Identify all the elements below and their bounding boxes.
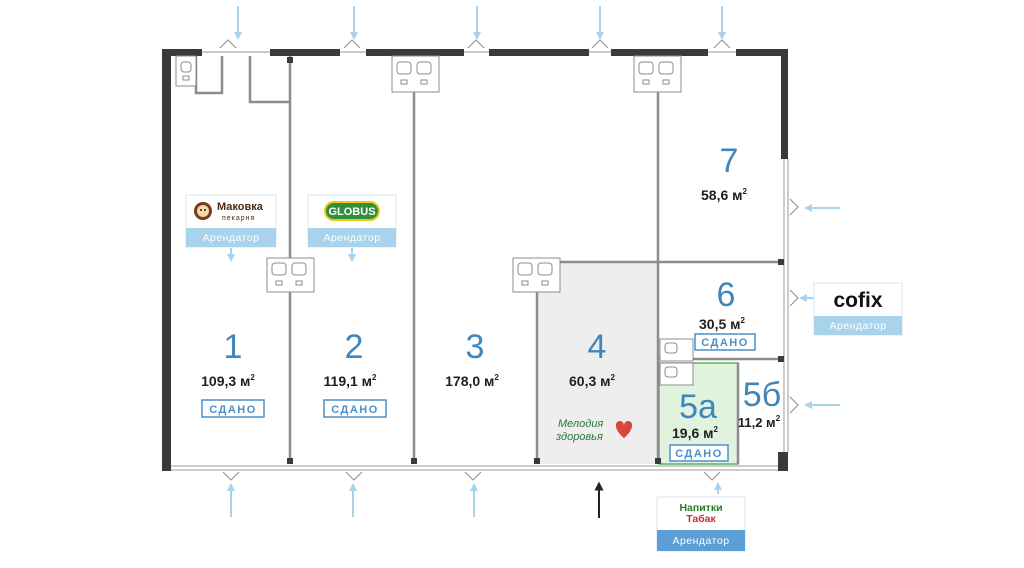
melodiya-line2: здоровья xyxy=(555,431,603,443)
unit-number: 2 xyxy=(345,328,364,366)
unit-area: 119,1 м2 xyxy=(324,373,378,389)
unit-2-label: 2 119,1 м2 xyxy=(324,328,378,389)
unit-area: 178,0 м2 xyxy=(445,373,499,389)
unit-area: 30,5 м2 xyxy=(699,316,746,332)
unit-number: 6 xyxy=(717,276,736,314)
svg-text:СДАНО: СДАНО xyxy=(209,404,257,416)
unit-1-label: 1 109,3 м2 xyxy=(201,328,255,389)
tenant-label: Арендатор xyxy=(829,320,886,332)
melodiya-line1: Мелодия xyxy=(558,418,603,430)
tenant-label: Арендатор xyxy=(323,232,380,244)
svg-text:СДАНО: СДАНО xyxy=(331,404,379,416)
unit-number: 1 xyxy=(224,328,243,366)
svg-text:СДАНО: СДАНО xyxy=(701,337,749,349)
melodiya-logo: Мелодия здоровья xyxy=(555,418,633,443)
makovka-logo-icon xyxy=(194,202,212,220)
napitki-line2: Табак xyxy=(686,513,716,525)
exterior-walls xyxy=(162,49,788,471)
unit-7-label: 7 58,6 м2 xyxy=(701,142,748,203)
tenant-card-globus: GLOBUS Арендатор xyxy=(307,194,397,248)
unit-number: 4 xyxy=(588,328,607,366)
makovka-name: Маковка xyxy=(217,201,264,213)
globus-name: GLOBUS xyxy=(328,206,375,218)
heart-icon xyxy=(615,421,633,438)
tenant-card-makovka: Маковка пекарня Арендатор xyxy=(185,194,277,248)
status-badge-unit-2: СДАНО xyxy=(323,399,387,418)
cofix-logo: cofix xyxy=(833,289,882,312)
unit-3-label: 3 178,0 м2 xyxy=(445,328,499,389)
status-badge-unit-1: СДАНО xyxy=(201,399,265,418)
unit-number: 5а xyxy=(679,388,717,426)
unit-4-label: 4 60,3 м2 xyxy=(569,328,616,389)
napitki-line1: Напитки xyxy=(679,502,722,514)
restroom-fixtures xyxy=(175,55,694,386)
door-swings xyxy=(219,39,799,481)
makovka-subtitle: пекарня xyxy=(222,215,255,222)
tenant-label: Арендатор xyxy=(672,535,729,547)
unit-5b-label: 5б 11,2 м2 xyxy=(738,376,781,430)
unit-5a-label: 5а 19,6 м2 xyxy=(672,388,719,441)
unit-number: 7 xyxy=(720,142,739,180)
entrance-arrows xyxy=(227,6,840,517)
partitions xyxy=(194,56,784,464)
unit-4-fill xyxy=(537,262,658,464)
glazing xyxy=(171,51,789,471)
unit-number: 3 xyxy=(466,328,485,366)
tenant-label: Арендатор xyxy=(202,232,259,244)
globus-logo-icon: GLOBUS xyxy=(324,201,380,221)
unit-area: 19,6 м2 xyxy=(672,425,719,441)
unit-area: 11,2 м2 xyxy=(738,414,781,430)
svg-text:СДАНО: СДАНО xyxy=(675,448,723,460)
tenant-card-napitki: Напитки Табак Арендатор xyxy=(656,496,746,552)
status-badge-unit-5a: СДАНО xyxy=(669,444,729,462)
unit-area: 60,3 м2 xyxy=(569,373,616,389)
tenant-card-cofix: cofix Арендатор xyxy=(813,282,903,336)
status-badge-unit-6: СДАНО xyxy=(694,333,756,351)
unit-number: 5б xyxy=(743,376,781,414)
unit-area: 109,3 м2 xyxy=(201,373,255,389)
unit-area: 58,6 м2 xyxy=(701,187,748,203)
unit-6-label: 6 30,5 м2 xyxy=(699,276,746,332)
